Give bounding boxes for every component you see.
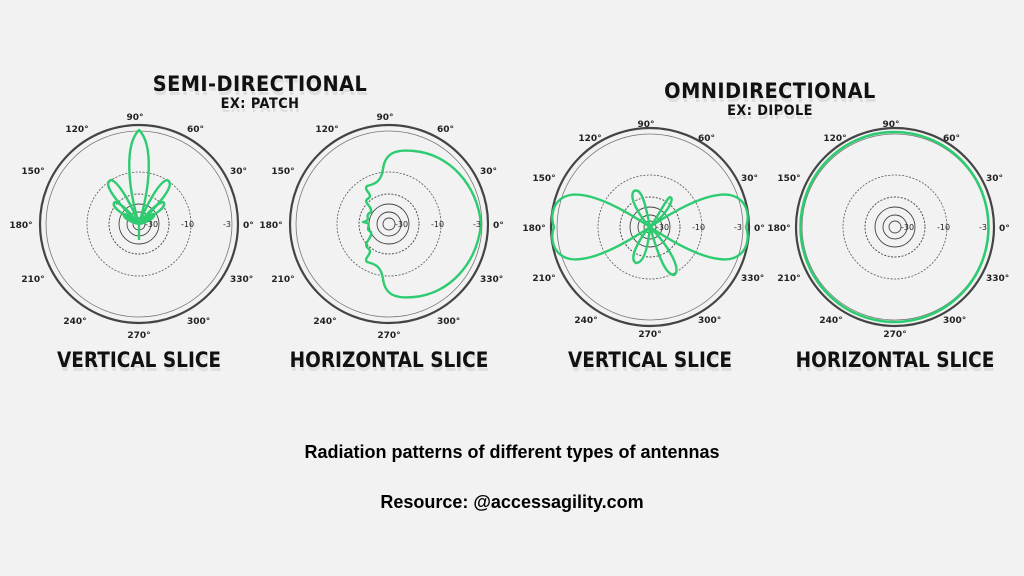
angle-label-30: 30° [741, 174, 758, 184]
angle-label-30: 30° [986, 174, 1003, 184]
angle-label-330: 330° [480, 275, 503, 285]
polar-chart-dipole-vertical [549, 126, 751, 328]
chart-3-labels: 90° 60° 120° 30° 150° 0° 180° 210° 330° … [522, 120, 764, 340]
db-label--30: -30 [395, 220, 408, 229]
angle-label-300: 300° [698, 316, 721, 326]
angle-label-210: 210° [21, 275, 44, 285]
angle-label-270: 270° [638, 330, 661, 340]
chart-2-labels: 90° 60° 120° 30° 150° 0° 180° 210° 330° … [259, 113, 503, 341]
chart-1-label: VERTICAL SLICE [56, 348, 222, 372]
angle-label-180: 180° [767, 224, 790, 234]
angle-label-330: 330° [230, 275, 253, 285]
chart-2-label: HORIZONTAL SLICE [289, 348, 489, 372]
angle-label-120: 120° [578, 134, 601, 144]
angle-label-270: 270° [883, 330, 906, 340]
db-label--30: -30 [656, 223, 669, 232]
db-label--30: -30 [145, 220, 158, 229]
angle-label-210: 210° [532, 274, 555, 284]
radiation-pattern [799, 130, 990, 324]
angle-label-270: 270° [377, 331, 400, 341]
angle-label-240: 240° [819, 316, 842, 326]
angle-label-240: 240° [313, 317, 336, 327]
angle-label-90: 90° [882, 120, 899, 130]
angle-label-0: 0° [999, 224, 1010, 234]
db-label--3: -3 [734, 223, 742, 232]
group-subtitle: EX: PATCH [220, 96, 300, 112]
angle-label-330: 330° [741, 274, 764, 284]
angle-label-0: 0° [754, 224, 765, 234]
angle-label-150: 150° [777, 174, 800, 184]
db-label--3: -3 [979, 223, 987, 232]
db-label--10: -10 [431, 220, 444, 229]
angle-label-300: 300° [187, 317, 210, 327]
chart-1-labels: 90° 60° 120° 30° 150° 0° 180° 210° 330° … [9, 113, 253, 341]
caption-source: Resource: @accessagility.com [380, 492, 644, 512]
angle-label-0: 0° [243, 221, 254, 231]
db-label--30: -30 [901, 223, 914, 232]
group-subtitle: EX: DIPOLE [727, 103, 813, 119]
angle-label-90: 90° [637, 120, 654, 130]
angle-label-60: 60° [943, 134, 960, 144]
polar-chart-patch-horizontal [288, 123, 490, 325]
angle-label-120: 120° [315, 125, 338, 135]
radiation-pattern [551, 189, 749, 277]
angle-label-30: 30° [480, 167, 497, 177]
angle-label-180: 180° [259, 221, 282, 231]
radiation-pattern [361, 149, 483, 299]
angle-label-150: 150° [271, 167, 294, 177]
polar-chart-dipole-horizontal [794, 126, 996, 328]
angle-label-210: 210° [271, 275, 294, 285]
db-label--10: -10 [181, 220, 194, 229]
db-label--10: -10 [692, 223, 705, 232]
angle-label-300: 300° [943, 316, 966, 326]
semi-directional-heading: SEMI-DIRECTIONAL EX: PATCH [130, 72, 390, 112]
angle-label-60: 60° [187, 125, 204, 135]
angle-label-150: 150° [21, 167, 44, 177]
caption-title: Radiation patterns of different types of… [304, 442, 720, 462]
chart-4-labels: 90° 60° 120° 30° 150° 0° 180° 210° 330° … [767, 120, 1009, 340]
angle-label-90: 90° [126, 113, 143, 123]
angle-label-60: 60° [698, 134, 715, 144]
db-label--3: -3 [473, 220, 481, 229]
angle-label-270: 270° [127, 331, 150, 341]
angle-label-120: 120° [823, 134, 846, 144]
angle-label-180: 180° [9, 221, 32, 231]
db-label--10: -10 [937, 223, 950, 232]
db-label--3: -3 [223, 220, 231, 229]
polar-chart-patch-vertical [38, 123, 240, 325]
chart-4-label: HORIZONTAL SLICE [795, 348, 995, 372]
angle-label-150: 150° [532, 174, 555, 184]
omnidirectional-heading: OMNIDIRECTIONAL EX: DIPOLE [650, 79, 890, 119]
angle-label-240: 240° [574, 316, 597, 326]
angle-label-30: 30° [230, 167, 247, 177]
angle-label-60: 60° [437, 125, 454, 135]
angle-label-0: 0° [493, 221, 504, 231]
angle-label-180: 180° [522, 224, 545, 234]
angle-label-210: 210° [777, 274, 800, 284]
group-title: SEMI-DIRECTIONAL [152, 72, 368, 96]
radiation-pattern [107, 128, 171, 240]
angle-label-120: 120° [65, 125, 88, 135]
angle-label-240: 240° [63, 317, 86, 327]
angle-label-300: 300° [437, 317, 460, 327]
angle-label-90: 90° [376, 113, 393, 123]
angle-label-330: 330° [986, 274, 1009, 284]
chart-3-label: VERTICAL SLICE [567, 348, 733, 372]
group-title: OMNIDIRECTIONAL [664, 79, 876, 103]
